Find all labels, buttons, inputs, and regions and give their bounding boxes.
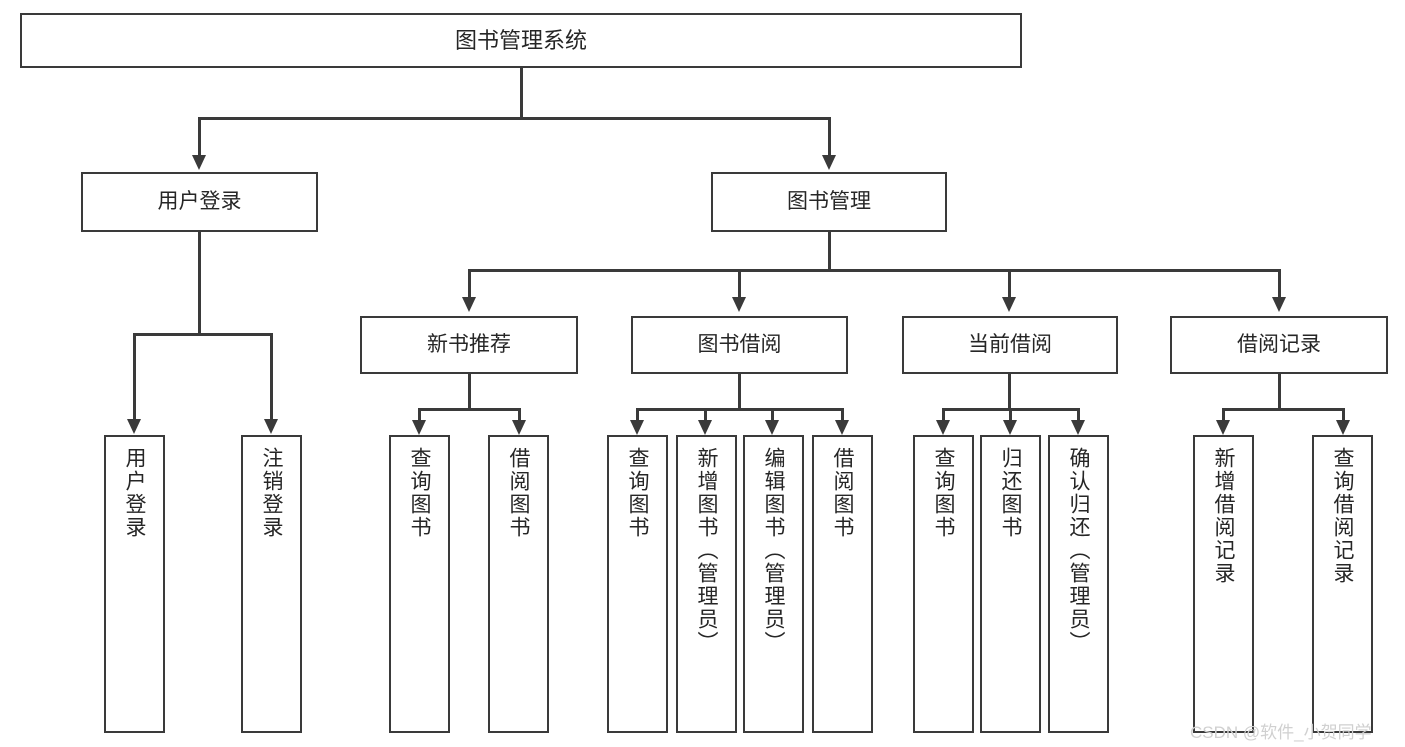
edge-borrow-record-fanbar: [1222, 408, 1344, 411]
arrowhead-bb-leaf1: [630, 420, 644, 435]
watermark-text: CSDN @软件_小贺同学: [1190, 723, 1372, 742]
arrowhead-logout: [264, 419, 278, 434]
leaf-return-book[interactable]: 归还图书: [980, 435, 1041, 733]
node-label: 新书推荐: [427, 332, 511, 356]
node-label: 图书管理: [787, 189, 871, 213]
edge-user-login-stem: [198, 232, 201, 335]
edge-drop-bb-leaf3: [771, 408, 774, 422]
leaf-edit-book-admin[interactable]: 编辑图书（管理员）: [743, 435, 804, 733]
node-label: 借阅记录: [1237, 332, 1321, 356]
edge-current-borrow-stem: [1008, 374, 1011, 411]
node-book-management[interactable]: 图书管理: [711, 172, 947, 232]
node-label: 查询图书: [408, 447, 431, 539]
arrowhead-bb-leaf3: [765, 420, 779, 435]
edge-drop-cb-leaf1: [942, 408, 945, 422]
node-user-login[interactable]: 用户登录: [81, 172, 318, 232]
node-current-borrow[interactable]: 当前借阅: [902, 316, 1118, 374]
arrowhead-cb-leaf3: [1071, 420, 1085, 435]
edge-drop-nb-leaf2: [518, 408, 521, 422]
node-book-borrow[interactable]: 图书借阅: [631, 316, 848, 374]
leaf-query-book-recommend[interactable]: 查询图书: [389, 435, 450, 733]
node-label: 借阅图书: [507, 447, 530, 539]
leaf-confirm-return-admin[interactable]: 确认归还（管理员）: [1048, 435, 1109, 733]
edge-drop-br-leaf2: [1342, 408, 1345, 422]
arrowhead-user-login: [192, 155, 206, 170]
arrowhead-bb-leaf2: [698, 420, 712, 435]
edge-drop-borrow-record: [1278, 269, 1281, 299]
edge-new-book-stem: [468, 374, 471, 411]
node-label: 查询图书: [932, 447, 955, 539]
arrowhead-borrow-record: [1272, 297, 1286, 312]
arrowhead-login: [127, 419, 141, 434]
edge-root-stem: [520, 68, 523, 119]
arrowhead-br-leaf2: [1336, 420, 1350, 435]
edge-book-borrow-fanbar: [636, 408, 842, 411]
leaf-query-book-borrow[interactable]: 查询图书: [607, 435, 668, 733]
leaf-borrow-book[interactable]: 借阅图书: [812, 435, 873, 733]
arrowhead-book-manage: [822, 155, 836, 170]
edge-drop-br-leaf1: [1222, 408, 1225, 422]
edge-drop-login: [133, 333, 136, 421]
node-label: 新增借阅记录: [1212, 447, 1235, 585]
arrowhead-cb-leaf2: [1003, 420, 1017, 435]
node-label: 注销登录: [260, 447, 283, 539]
arrowhead-current-borrow: [1002, 297, 1016, 312]
arrowhead-cb-leaf1: [936, 420, 950, 435]
arrowhead-new-book: [462, 297, 476, 312]
leaf-query-book-current[interactable]: 查询图书: [913, 435, 974, 733]
edge-user-login-fanbar: [133, 333, 272, 336]
edge-top-fanbar: [198, 117, 831, 120]
node-label: 编辑图书（管理员）: [762, 447, 785, 654]
arrowhead-nb-leaf1: [412, 420, 426, 435]
edge-drop-new-book: [468, 269, 471, 299]
leaf-add-borrow-record[interactable]: 新增借阅记录: [1193, 435, 1254, 733]
edge-drop-cb-leaf2: [1009, 408, 1012, 422]
edge-drop-bb-leaf2: [704, 408, 707, 422]
edge-drop-book-borrow: [738, 269, 741, 299]
edge-drop-logout: [270, 333, 273, 421]
node-label: 查询借阅记录: [1331, 447, 1354, 585]
leaf-add-book-admin[interactable]: 新增图书（管理员）: [676, 435, 737, 733]
arrowhead-br-leaf1: [1216, 420, 1230, 435]
arrowhead-book-borrow: [732, 297, 746, 312]
edge-level3-fanbar: [468, 269, 1280, 272]
edge-drop-nb-leaf1: [418, 408, 421, 422]
leaf-borrow-book-recommend[interactable]: 借阅图书: [488, 435, 549, 733]
arrowhead-bb-leaf4: [835, 420, 849, 435]
node-label: 用户登录: [123, 447, 146, 539]
edge-drop-cb-leaf3: [1077, 408, 1080, 422]
leaf-query-borrow-record[interactable]: 查询借阅记录: [1312, 435, 1373, 733]
node-root-system[interactable]: 图书管理系统: [20, 13, 1022, 68]
node-label: 当前借阅: [968, 332, 1052, 356]
node-label: 图书借阅: [697, 332, 782, 356]
arrowhead-nb-leaf2: [512, 420, 526, 435]
edge-drop-book-manage: [828, 117, 831, 157]
node-label: 借阅图书: [831, 447, 854, 539]
edge-drop-bb-leaf4: [841, 408, 844, 422]
edge-drop-user-login: [198, 117, 201, 157]
node-label: 图书管理系统: [454, 27, 587, 53]
edge-book-manage-stem: [828, 232, 831, 272]
node-label: 用户登录: [157, 189, 242, 213]
leaf-logout[interactable]: 注销登录: [241, 435, 302, 733]
node-label: 查询图书: [626, 447, 649, 539]
node-borrow-record[interactable]: 借阅记录: [1170, 316, 1388, 374]
edge-drop-current-borrow: [1008, 269, 1011, 299]
edge-drop-bb-leaf1: [636, 408, 639, 422]
edge-new-book-fanbar: [418, 408, 520, 411]
node-label: 新增图书（管理员）: [695, 447, 718, 654]
edge-borrow-record-stem: [1278, 374, 1281, 411]
node-label: 归还图书: [999, 447, 1022, 539]
node-new-book-recommend[interactable]: 新书推荐: [360, 316, 578, 374]
edge-book-borrow-stem: [738, 374, 741, 411]
leaf-user-login[interactable]: 用户登录: [104, 435, 165, 733]
node-label: 确认归还（管理员）: [1067, 447, 1090, 654]
